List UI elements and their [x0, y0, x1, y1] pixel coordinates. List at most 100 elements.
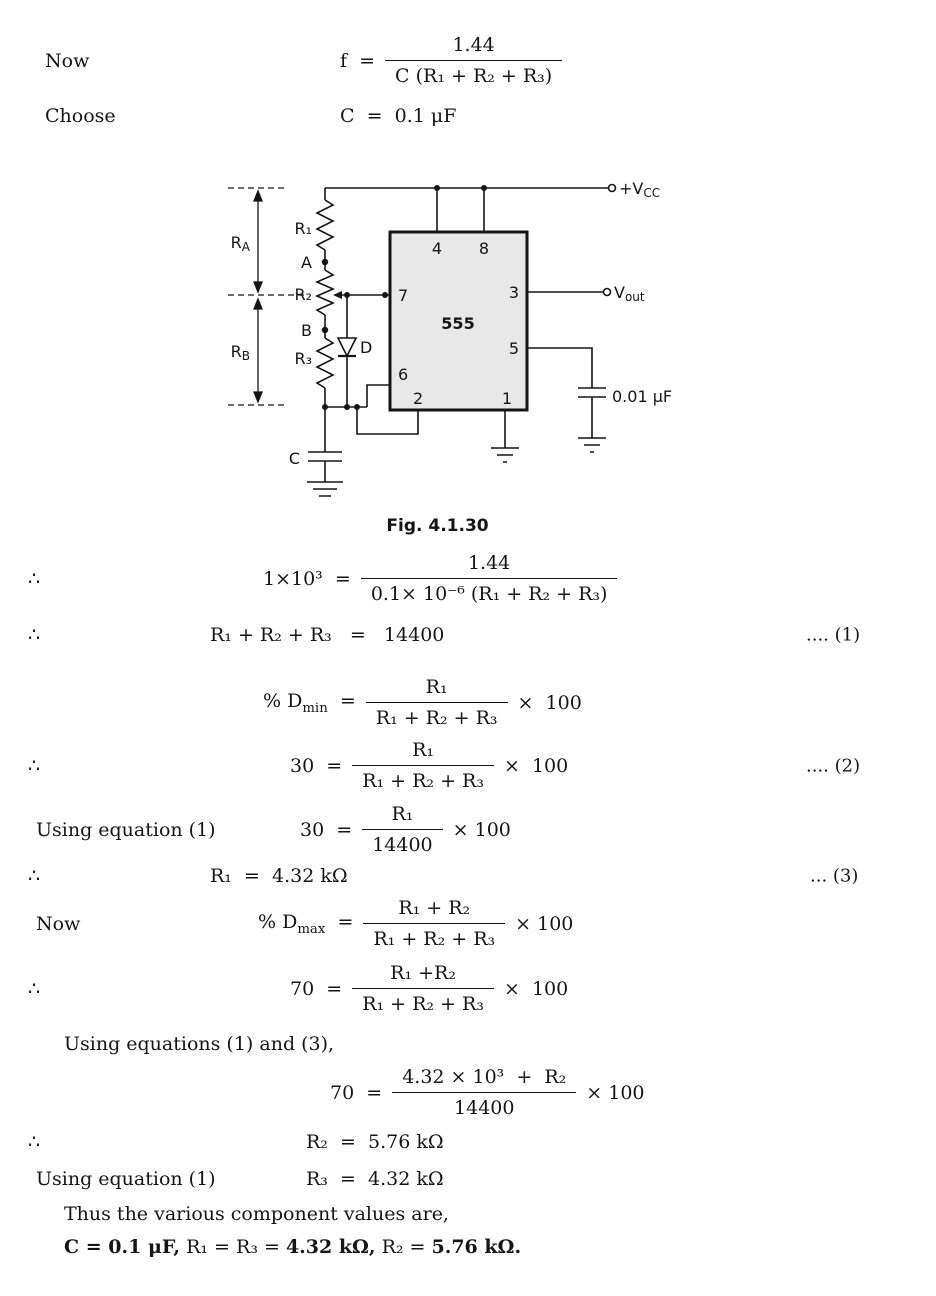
- equation-line-2: Choose C = 0.1 μF: [0, 105, 936, 127]
- equation-lhs: % Dmin =: [263, 689, 356, 716]
- equation-number-3: ... (3): [810, 865, 859, 887]
- label-vcc: +VCC: [619, 179, 660, 200]
- equation-text: C = 0.1 μF: [340, 105, 457, 127]
- fraction-denominator: 14400: [372, 834, 433, 856]
- fraction-numerator: 1.44: [385, 33, 563, 61]
- body-text: Thus the various component values are,: [64, 1203, 449, 1225]
- resistor-r3-zigzag: [315, 337, 335, 389]
- fraction: R₁ R₁ + R₂ + R₃: [352, 738, 494, 793]
- result-text: R₁ = R₃ =: [180, 1236, 286, 1258]
- circuit-diagram: 4 8 7 3 5 6 2 1 555 R₁ A R₂ B R₃ D C 0.0…: [228, 179, 672, 497]
- cap2-ground: [578, 437, 606, 453]
- fraction: R₁ R₁ + R₂ + R₃: [365, 675, 508, 730]
- therefore-symbol: ∴: [28, 624, 41, 646]
- fraction-numerator: 4.32 × 10³ + R₂: [392, 1065, 577, 1093]
- pin-label-8: 8: [479, 239, 489, 258]
- fraction: 1.44 0.1× 10⁻⁶ (R₁ + R₂ + R₃): [360, 551, 618, 606]
- result-c-value: C = 0.1 μF,: [64, 1236, 181, 1258]
- result-r1-r3-value: 4.32 kΩ,: [285, 1236, 376, 1258]
- text-line-conclusion: Thus the various component values are,: [0, 1203, 936, 1225]
- therefore-symbol: ∴: [28, 977, 41, 1000]
- subscript-min: min: [302, 700, 328, 716]
- arrowhead-down: [253, 281, 263, 294]
- label-r3: R₃: [294, 349, 312, 368]
- label-ra: RA: [231, 233, 251, 254]
- fraction-denominator: R₁ + R₂ + R₃: [373, 928, 496, 950]
- result-text: R₂ =: [375, 1236, 432, 1258]
- equation-lhs: 30 =: [300, 818, 353, 841]
- pin-label-2: 2: [413, 389, 423, 408]
- equation-line-12: 70 = 4.32 × 10³ + R₂ 14400 × 100: [0, 1065, 936, 1120]
- therefore-symbol: ∴: [28, 567, 41, 590]
- result-line: C = 0.1 μF, R₁ = R₃ = 4.32 kΩ, R₂ = 5.76…: [0, 1236, 936, 1258]
- fraction-numerator: R₁: [362, 802, 443, 830]
- subscript-max: max: [297, 921, 326, 937]
- equation-rhs: × 100: [503, 977, 569, 1000]
- pin-label-7: 7: [398, 286, 408, 305]
- fraction-numerator: 1.44: [360, 551, 618, 579]
- label-vcc-main: +V: [619, 179, 643, 198]
- arrowhead-up: [253, 297, 263, 310]
- label-node-a: A: [301, 253, 312, 272]
- measurement-guides: [228, 187, 308, 406]
- arrowhead-up: [253, 189, 263, 202]
- equation-line-8: ∴ R₁ = 4.32 kΩ ... (3): [0, 865, 936, 887]
- therefore-symbol: ∴: [28, 1131, 41, 1153]
- label-cap-001uf: 0.01 μF: [612, 387, 672, 406]
- therefore-symbol: ∴: [28, 865, 41, 887]
- equation-line-14: Using equation (1) R₃ = 4.32 kΩ: [0, 1168, 936, 1190]
- chip-label-555: 555: [441, 314, 474, 333]
- label-cap-c: C: [289, 449, 300, 468]
- label-r2: R₂: [294, 285, 312, 304]
- body-text: Using equations (1) and (3),: [64, 1033, 335, 1055]
- equation-lhs: f =: [340, 49, 376, 72]
- pin-label-6: 6: [398, 365, 408, 384]
- range-arrows: [253, 189, 263, 404]
- circuit-wires: [307, 187, 608, 497]
- fraction: R₁ 14400: [362, 802, 443, 857]
- equation-line-7: Using equation (1) 30 = R₁ 14400 × 100: [0, 802, 936, 857]
- fraction: R₁ + R₂ R₁ + R₂ + R₃: [363, 896, 506, 951]
- chip-555-body: [388, 230, 529, 412]
- pin-label-3: 3: [509, 283, 519, 302]
- lead-word: Now: [45, 49, 90, 72]
- equation-lhs: % Dmax =: [258, 910, 354, 937]
- fraction-denominator: 14400: [454, 1097, 515, 1119]
- pin5-wire: [527, 347, 593, 388]
- lead-word: Using equation (1): [36, 1168, 216, 1190]
- equation-line-6: ∴ 30 = R₁ R₁ + R₂ + R₃ × 100 .... (2): [0, 738, 936, 793]
- equation-line-4: ∴ R₁ + R₂ + R₃ = 14400 .... (1): [0, 624, 936, 646]
- label-vcc-sub: CC: [643, 186, 660, 200]
- equation-line-13: ∴ R₂ = 5.76 kΩ: [0, 1131, 936, 1153]
- fraction-denominator: 0.1× 10⁻⁶ (R₁ + R₂ + R₃): [370, 583, 608, 605]
- equation-line-10: ∴ 70 = R₁ +R₂ R₁ + R₂ + R₃ × 100: [0, 961, 936, 1016]
- equation-text: R₁ = 4.32 kΩ: [210, 865, 348, 887]
- equation-number-2: .... (2): [806, 755, 861, 776]
- junction-dots: [321, 185, 487, 410]
- equation-line-5: % Dmin = R₁ R₁ + R₂ + R₃ × 100: [0, 675, 936, 730]
- label-vout-main: V: [614, 283, 625, 302]
- fraction: 4.32 × 10³ + R₂ 14400: [392, 1065, 577, 1120]
- pin1-ground: [491, 447, 519, 463]
- resistor-r1-zigzag: [315, 199, 335, 251]
- label-rb-main: R: [231, 342, 242, 361]
- pin2-wire: [356, 407, 419, 435]
- equation-text: R₂ = 5.76 kΩ: [306, 1131, 444, 1153]
- label-ra-main: R: [231, 233, 242, 252]
- pot-wiper-arrow: [333, 291, 342, 299]
- arrowhead-down: [253, 391, 263, 404]
- fraction-numerator: R₁: [365, 675, 508, 703]
- label-vout-sub: out: [625, 290, 645, 304]
- fraction-denominator: R₁ + R₂ + R₃: [362, 770, 484, 792]
- label-rb: RB: [231, 342, 250, 363]
- fraction: 1.44 C (R₁ + R₂ + R₃): [385, 33, 563, 88]
- therefore-symbol: ∴: [28, 754, 41, 777]
- fraction-numerator: R₁ + R₂: [363, 896, 506, 924]
- fraction-denominator: C (R₁ + R₂ + R₃): [395, 65, 553, 87]
- cap-c-ground: [307, 481, 343, 497]
- equation-rhs: × 100: [517, 691, 582, 714]
- equation-lhs: 1×10³ =: [263, 567, 351, 590]
- equation-text: R₃ = 4.32 kΩ: [306, 1168, 444, 1190]
- lead-word: Now: [36, 912, 81, 935]
